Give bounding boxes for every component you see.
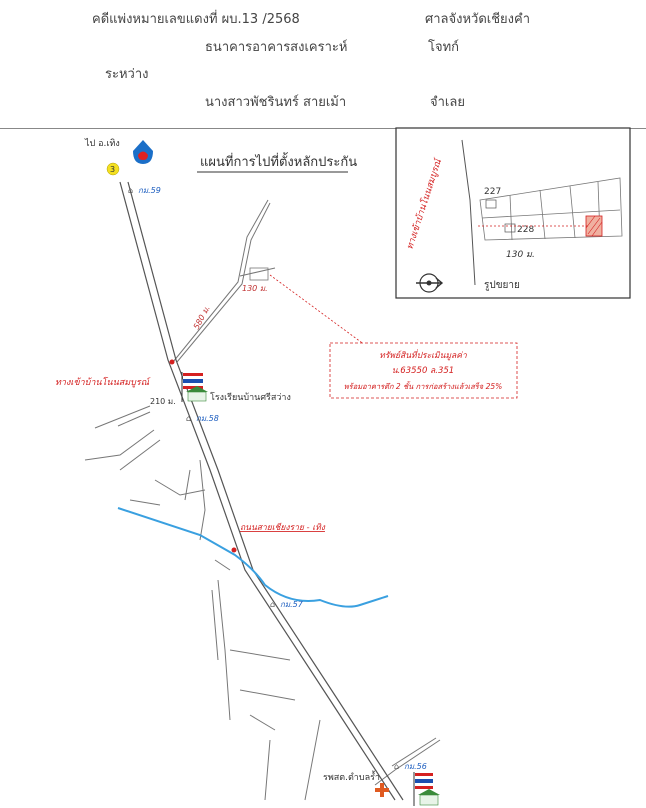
- inset-map: ทางเข้าบ้านโนนสมบูรณ์ 227 228 130 ม. รูป…: [395, 127, 631, 299]
- km-marker-56: ⌂ กม.56: [394, 762, 427, 771]
- asset-building: พร้อมอาคารตึก 2 ชั้น การก่อสร้างแล้วเสร็…: [344, 381, 503, 391]
- gas-station-icon: [133, 140, 153, 164]
- route-3-badge: [106, 162, 120, 176]
- compass-icon: [416, 273, 444, 293]
- distance-130: 130 ม.: [242, 284, 268, 293]
- svg-text:กม.58: กม.58: [196, 414, 219, 423]
- road-marker: [231, 547, 237, 553]
- to-theng-label: ไป อ.เทิง: [84, 138, 120, 149]
- km-marker-57: ⌂ กม.57: [270, 600, 304, 609]
- side-roads: [84, 199, 441, 801]
- svg-text:กม.59: กม.59: [138, 186, 161, 195]
- route-3-number: 3: [110, 165, 115, 174]
- asset-deed: น.63550 ล.351: [392, 366, 454, 376]
- inset-distance: 130 ม.: [506, 250, 535, 260]
- entrance-marker: [169, 359, 175, 365]
- header-divider: [0, 128, 646, 129]
- plot-228-house-icon: [504, 223, 516, 233]
- court-name: ศาลจังหวัดเชียงคำ: [425, 12, 531, 27]
- case-number: คดีแพ่งหมายเลขแดงที่ ผบ.13 /2568: [92, 12, 300, 27]
- km-post-icon: ⌂: [186, 414, 191, 423]
- school-flag-icon: [413, 772, 440, 806]
- km-post-icon: ⌂: [128, 186, 133, 195]
- main-highway: [119, 181, 404, 801]
- entrance-label: ทางเข้าบ้านโนนสมบูรณ์: [55, 376, 151, 388]
- school-flag-icon: [181, 372, 208, 402]
- defendant-role: จำเลย: [430, 95, 465, 110]
- km-post-icon: ⌂: [394, 762, 399, 771]
- km-marker-58: ⌂ กม.58: [186, 414, 219, 423]
- between-label: ระหว่าง: [105, 67, 149, 82]
- distance-210: 210 ม.: [150, 397, 176, 406]
- svg-text:กม.56: กม.56: [404, 762, 427, 771]
- map-title: แผนที่การไปที่ตั้งหลักประกัน: [200, 152, 357, 170]
- inset-road: [461, 139, 476, 286]
- plot-small: [249, 267, 269, 281]
- river: [117, 507, 389, 608]
- plaintiff-role: โจทก์: [428, 40, 460, 55]
- asset-pointer-line: [269, 274, 366, 346]
- hospital-label: รพสต.ตำบลร้ำ: [323, 770, 380, 783]
- plot-228-label: 228: [517, 225, 534, 235]
- asset-info-box: ทรัพย์สินที่ประเมินมูลค่า น.63550 ล.351 …: [329, 342, 518, 399]
- defendant-name: นางสาวพัชรินทร์ สายเม้า: [205, 95, 347, 110]
- school-label: โรงเรียนบ้านศรีสว่าง: [210, 392, 291, 403]
- asset-title: ทรัพย์สินที่ประเมินมูลค่า: [379, 349, 467, 361]
- plot-227-house-icon: [485, 199, 497, 209]
- km-marker-59: ⌂ กม.59: [128, 186, 161, 195]
- inset-caption: รูปขยาย: [484, 280, 520, 291]
- road-label: ถนนสายเชียงราย - เทิง: [240, 522, 326, 533]
- plaintiff-name: ธนาคารอาคารสงเคราะห์: [205, 40, 348, 55]
- plot-227-label: 227: [484, 187, 501, 197]
- hospital-cross-icon: [375, 783, 389, 797]
- svg-text:กม.57: กม.57: [280, 600, 304, 609]
- km-post-icon: ⌂: [270, 600, 275, 609]
